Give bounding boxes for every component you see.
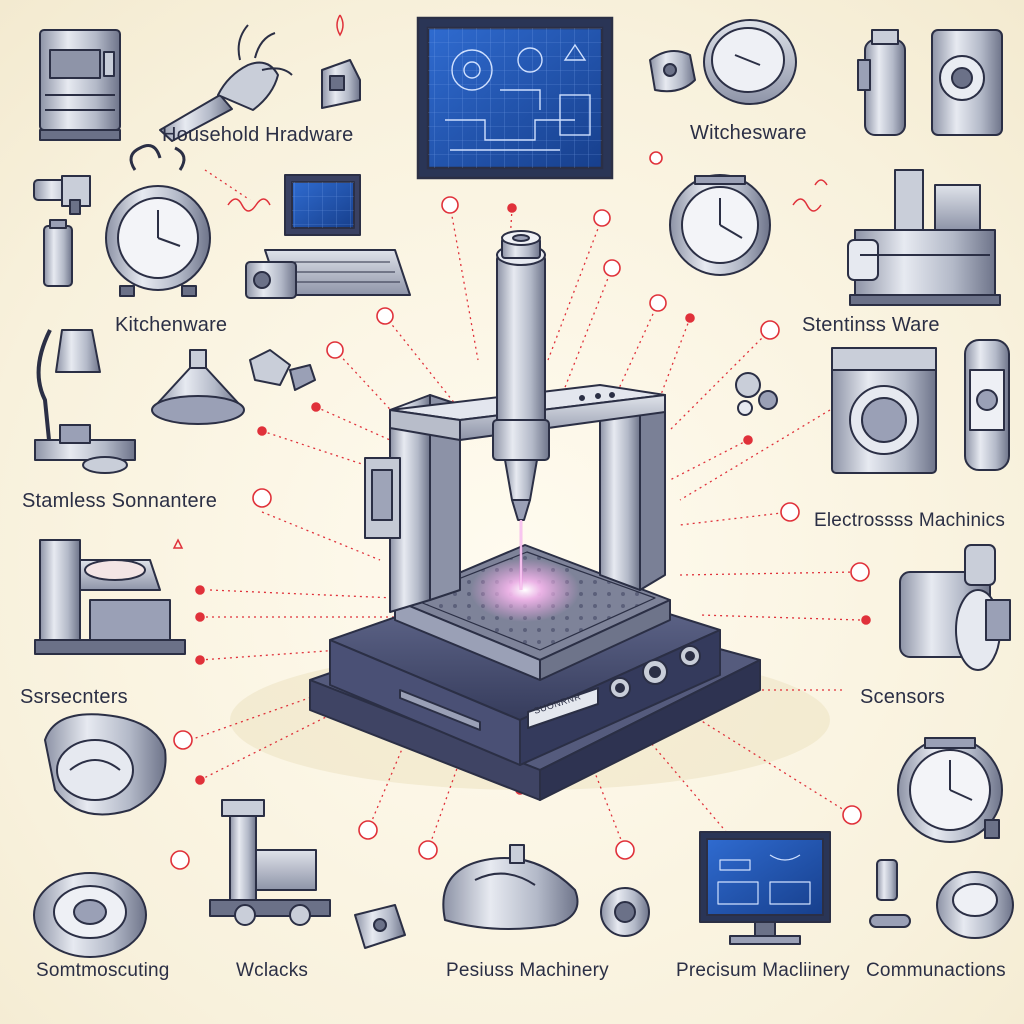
- callout-badges: [170, 151, 871, 870]
- valve-assembly-icon: [209, 799, 331, 926]
- laptop-device-icon: [245, 174, 411, 299]
- blueprint-monitor: [416, 16, 614, 180]
- iron-housing-icon: [442, 844, 579, 930]
- funnel-hood-icon: [151, 349, 245, 425]
- label-precisum-machinery: Precisum Macliinery: [676, 960, 850, 981]
- clamp-part-icon: [649, 50, 696, 93]
- motor-unit-icon: [899, 544, 1011, 671]
- label-household-hardware: Household Hradware: [162, 124, 354, 146]
- label-witchesware: Witchesware: [690, 122, 807, 144]
- desktop-monitor-icon: [699, 831, 831, 945]
- desk-lamp-icon: [34, 329, 136, 474]
- filter-canister-icon: [964, 339, 1010, 471]
- scrap-parts-icon: [249, 349, 316, 391]
- label-communactions: Communactions: [866, 960, 1006, 981]
- label-pesiuss-machinery: Pesiuss Machinery: [446, 960, 609, 981]
- disc-gauge-icon: [703, 19, 797, 105]
- label-kitchenware: Kitchenware: [115, 314, 228, 336]
- timer-clock-icon: [897, 737, 1003, 843]
- cabinet-appliance-icon: [39, 29, 121, 141]
- label-ssrsecnters: Ssrsecnters: [20, 686, 128, 708]
- industrial-unit-icon: [847, 169, 1001, 306]
- label-electronics-machinics: Electrossss Machinics: [814, 510, 1006, 531]
- callout-squiggles: [172, 14, 828, 549]
- small-sensor-icon: [869, 859, 911, 928]
- small-bracket-icon: [354, 904, 406, 949]
- camera-device-icon: [931, 29, 1003, 136]
- bracket-part-icon: [321, 59, 361, 109]
- cctv-camera-icon: [33, 175, 91, 215]
- battery-icon: [43, 219, 73, 287]
- press-machine-icon: [34, 539, 186, 655]
- nozzle-tool-icon: [159, 24, 293, 142]
- label-somtmoscuting: Somtmoscuting: [36, 960, 170, 981]
- ring-fitting-icon: [33, 872, 147, 958]
- round-knob-icon: [600, 887, 650, 937]
- object-icons: [33, 19, 1014, 958]
- washing-machine-icon: [831, 347, 937, 474]
- alarm-clock-icon: [105, 144, 211, 297]
- wall-clock-icon: [669, 174, 771, 276]
- round-sensor-icon: [936, 871, 1014, 939]
- gear-housing-icon: [44, 713, 167, 816]
- label-stainless-ware: Stentinss Ware: [802, 314, 940, 336]
- pump-cylinder-icon: [857, 29, 906, 136]
- label-sensors: Scensors: [860, 686, 945, 708]
- label-seamless-sonnantere: Stamless Sonnantere: [22, 490, 218, 512]
- laser-machine: SUONRNR: [309, 230, 761, 801]
- label-wclacks: Wclacks: [236, 960, 309, 981]
- gear-cluster-icon: [735, 372, 778, 416]
